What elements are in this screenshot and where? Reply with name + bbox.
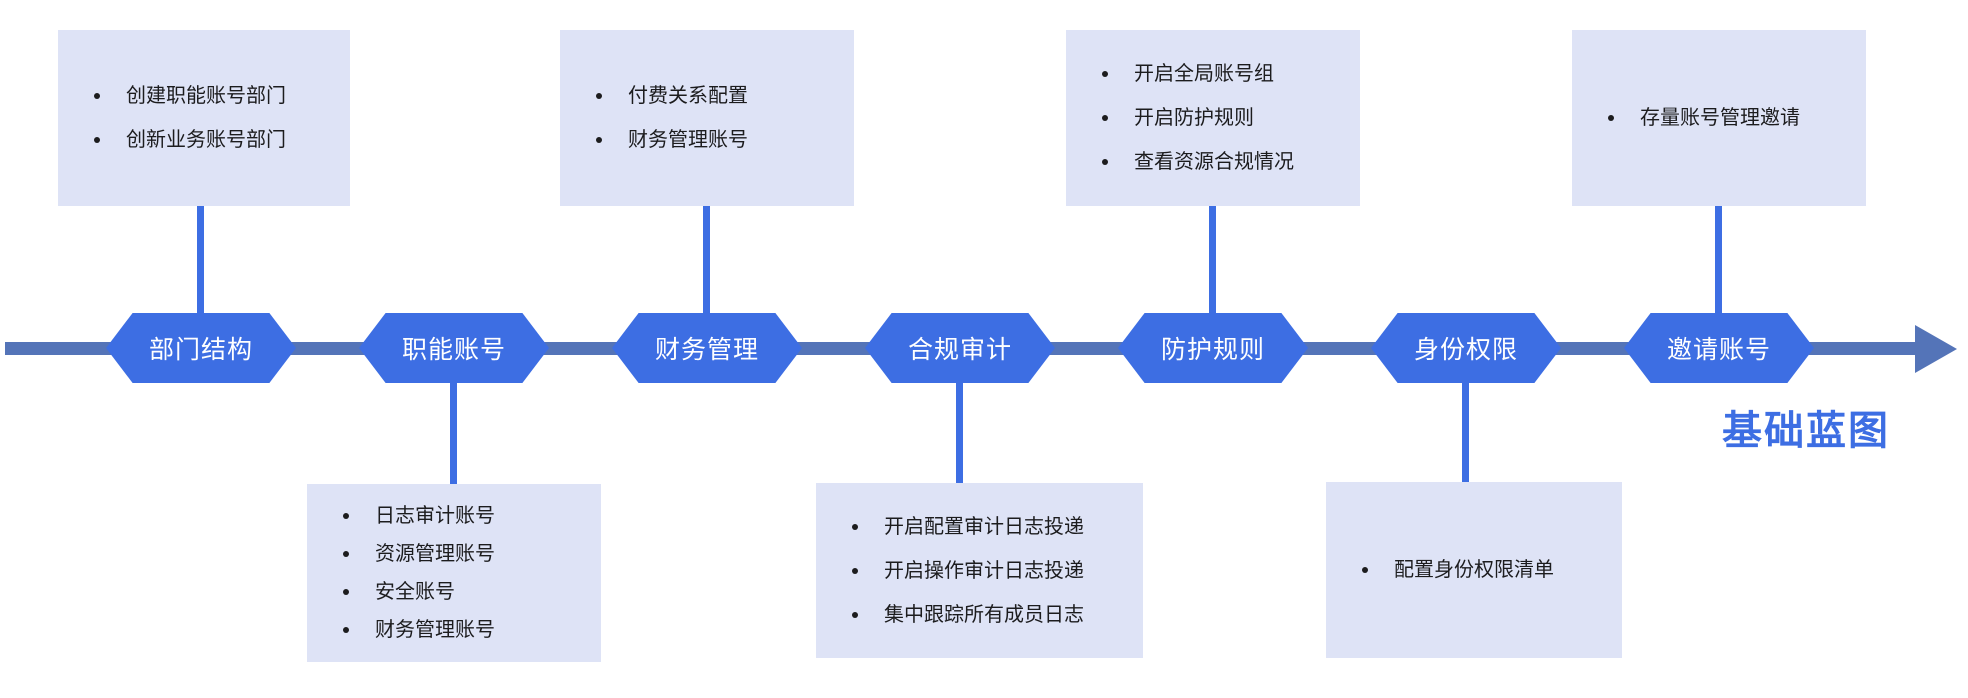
callout-item: 查看资源合规情况 bbox=[1102, 150, 1350, 174]
callout-item-list: 付费关系配置 财务管理账号 bbox=[560, 84, 854, 152]
connector-functional-accounts bbox=[450, 380, 457, 487]
node-label: 邀请账号 bbox=[1666, 336, 1771, 364]
timeline-arrowhead-icon bbox=[1915, 325, 1957, 373]
callout-item-text: 安全账号 bbox=[375, 581, 455, 603]
connector-identity-permissions bbox=[1462, 380, 1469, 485]
callout-item-text: 创建职能账号部门 bbox=[126, 85, 286, 107]
callout-item-text: 配置身份权限清单 bbox=[1394, 559, 1554, 581]
callout-item-text: 开启配置审计日志投递 bbox=[884, 515, 1084, 538]
callout-item-list: 开启全局账号组 开启防护规则 查看资源合规情况 bbox=[1066, 62, 1360, 174]
callout-item: 日志审计账号 bbox=[343, 504, 591, 528]
bullet-icon bbox=[94, 137, 100, 143]
callout-department-structure: 创建职能账号部门 创新业务账号部门 bbox=[58, 30, 350, 206]
node-invite-accounts: 邀请账号 bbox=[1624, 313, 1814, 383]
bullet-icon bbox=[343, 551, 349, 557]
node-compliance-audit: 合规审计 bbox=[865, 313, 1055, 383]
callout-item-text: 财务管理账号 bbox=[375, 619, 495, 641]
callout-item: 配置身份权限清单 bbox=[1362, 558, 1612, 582]
callout-functional-accounts: 日志审计账号 资源管理账号 安全账号 财务管理账号 bbox=[307, 484, 601, 662]
callout-item: 资源管理账号 bbox=[343, 542, 591, 566]
callout-item-list: 创建职能账号部门 创新业务账号部门 bbox=[58, 84, 350, 152]
node-finance-management: 财务管理 bbox=[612, 313, 802, 383]
node-identity-permissions: 身份权限 bbox=[1371, 313, 1561, 383]
bullet-icon bbox=[596, 137, 602, 143]
callout-item: 财务管理账号 bbox=[343, 618, 591, 642]
callout-identity-permissions: 配置身份权限清单 bbox=[1326, 482, 1622, 658]
callout-item-list: 日志审计账号 资源管理账号 安全账号 财务管理账号 bbox=[307, 504, 601, 642]
callout-item: 开启防护规则 bbox=[1102, 106, 1350, 130]
bullet-icon bbox=[94, 93, 100, 99]
callout-item-text: 付费关系配置 bbox=[628, 85, 748, 107]
bullet-icon bbox=[343, 627, 349, 633]
callout-item-text: 资源管理账号 bbox=[375, 543, 495, 565]
node-label: 合规审计 bbox=[907, 336, 1012, 364]
callout-item: 存量账号管理邀请 bbox=[1608, 106, 1856, 130]
callout-item-text: 开启操作审计日志投递 bbox=[884, 559, 1084, 582]
node-label: 部门结构 bbox=[148, 336, 253, 364]
bullet-icon bbox=[1102, 71, 1108, 77]
callout-item-text: 查看资源合规情况 bbox=[1134, 151, 1294, 173]
diagram-title: 基础蓝图 bbox=[1722, 409, 1890, 453]
node-label: 身份权限 bbox=[1413, 336, 1518, 364]
callout-item: 开启配置审计日志投递 bbox=[852, 515, 1133, 539]
bullet-icon bbox=[596, 93, 602, 99]
connector-department-structure bbox=[197, 203, 204, 315]
bullet-icon bbox=[852, 611, 858, 618]
callout-protection-rules: 开启全局账号组 开启防护规则 查看资源合规情况 bbox=[1066, 30, 1360, 206]
callout-compliance-audit: 开启配置审计日志投递 开启操作审计日志投递 集中跟踪所有成员日志 bbox=[816, 483, 1143, 658]
callout-item-text: 存量账号管理邀请 bbox=[1640, 107, 1800, 129]
callout-item-list: 开启配置审计日志投递 开启操作审计日志投递 集中跟踪所有成员日志 bbox=[816, 515, 1143, 627]
node-functional-accounts: 职能账号 bbox=[359, 313, 549, 383]
bullet-icon bbox=[852, 567, 858, 574]
connector-finance-management bbox=[703, 203, 710, 315]
node-department-structure: 部门结构 bbox=[106, 313, 296, 383]
bullet-icon bbox=[1102, 115, 1108, 121]
bullet-icon bbox=[343, 513, 349, 519]
callout-item-text: 集中跟踪所有成员日志 bbox=[884, 603, 1084, 626]
callout-finance-management: 付费关系配置 财务管理账号 bbox=[560, 30, 854, 206]
callout-item-list: 存量账号管理邀请 bbox=[1572, 106, 1866, 130]
callout-item: 开启全局账号组 bbox=[1102, 62, 1350, 86]
node-protection-rules: 防护规则 bbox=[1118, 313, 1308, 383]
bullet-icon bbox=[1362, 567, 1368, 573]
callout-item-text: 开启全局账号组 bbox=[1134, 63, 1274, 85]
callout-item: 集中跟踪所有成员日志 bbox=[852, 603, 1133, 627]
callout-item: 付费关系配置 bbox=[596, 84, 844, 108]
bullet-icon bbox=[1102, 159, 1108, 165]
connector-compliance-audit bbox=[956, 380, 963, 486]
connector-protection-rules bbox=[1209, 203, 1216, 315]
bullet-icon bbox=[343, 589, 349, 595]
callout-item: 创建职能账号部门 bbox=[94, 84, 340, 108]
node-label: 职能账号 bbox=[401, 336, 506, 364]
callout-item-text: 创新业务账号部门 bbox=[126, 129, 286, 151]
callout-item-list: 配置身份权限清单 bbox=[1326, 558, 1622, 582]
callout-item-text: 日志审计账号 bbox=[375, 505, 495, 527]
node-label: 财务管理 bbox=[654, 336, 759, 364]
callout-item: 开启操作审计日志投递 bbox=[852, 559, 1133, 583]
callout-item: 财务管理账号 bbox=[596, 128, 844, 152]
connector-invite-accounts bbox=[1715, 203, 1722, 315]
callout-invite-accounts: 存量账号管理邀请 bbox=[1572, 30, 1866, 206]
callout-item: 安全账号 bbox=[343, 580, 591, 604]
bullet-icon bbox=[852, 523, 858, 530]
callout-item-text: 财务管理账号 bbox=[628, 129, 748, 151]
bullet-icon bbox=[1608, 115, 1614, 121]
callout-item-text: 开启防护规则 bbox=[1134, 107, 1254, 129]
callout-item: 创新业务账号部门 bbox=[94, 128, 340, 152]
node-label: 防护规则 bbox=[1160, 336, 1265, 364]
